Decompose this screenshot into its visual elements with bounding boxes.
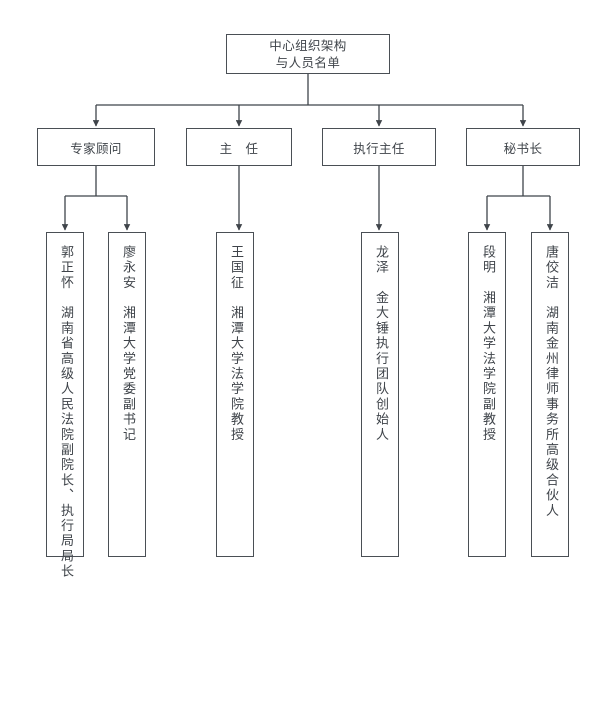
node-root: 中心组织架构 与人员名单 bbox=[226, 34, 390, 74]
node-zhuanjiaguwen: 专家顾问 bbox=[37, 128, 155, 166]
node-zhuren: 主 任 bbox=[186, 128, 292, 166]
node-zhixingzhuren-label: 执行主任 bbox=[353, 140, 405, 156]
node-zhixingzhuren: 执行主任 bbox=[322, 128, 436, 166]
node-person-duanming-label: 段明 湘潭大学法学院副教授 bbox=[480, 245, 495, 443]
node-person-tangjiaojie: 唐佼洁 湖南金州律师事务所高级合伙人 bbox=[531, 232, 569, 557]
node-zhuanjiaguwen-label: 专家顾问 bbox=[70, 140, 122, 156]
node-person-wangguozheng: 王国征 湘潭大学法学院教授 bbox=[216, 232, 254, 557]
node-person-tangjiaojie-label: 唐佼洁 湖南金州律师事务所高级合伙人 bbox=[543, 245, 558, 519]
node-person-liaoyongan: 廖永安 湘潭大学党委副书记 bbox=[108, 232, 146, 557]
node-person-guozhenghuai: 郭正怀 湖南省高级人民法院副院长、执行局局长 bbox=[46, 232, 84, 579]
node-person-liaoyongan-label: 廖永安 湘潭大学党委副书记 bbox=[120, 245, 135, 443]
node-person-longze-label: 龙泽 金大锤执行团队创始人 bbox=[373, 245, 388, 443]
node-zhuren-label: 主 任 bbox=[219, 140, 259, 156]
node-root-line-2: 与人员名单 bbox=[275, 55, 341, 70]
node-person-guozhenghuai-label: 郭正怀 湖南省高级人民法院副院长、执行局局长 bbox=[58, 245, 73, 580]
node-person-duanming: 段明 湘潭大学法学院副教授 bbox=[468, 232, 506, 557]
node-person-wangguozheng-label: 王国征 湘潭大学法学院教授 bbox=[228, 245, 243, 443]
node-person-longze: 龙泽 金大锤执行团队创始人 bbox=[361, 232, 399, 557]
node-mishuzhang-label: 秘书长 bbox=[503, 140, 543, 156]
node-mishuzhang: 秘书长 bbox=[466, 128, 580, 166]
node-root-line-1: 中心组织架构 bbox=[269, 38, 347, 53]
